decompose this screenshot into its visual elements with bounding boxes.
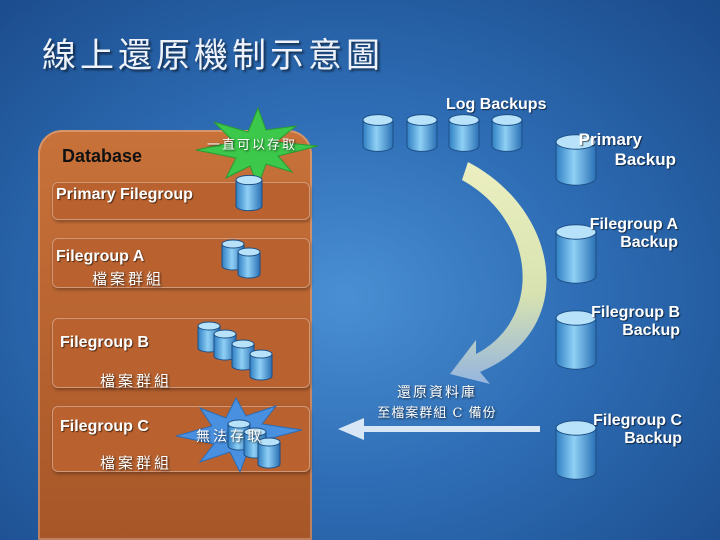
burst-top-text: 一直可以存取 bbox=[207, 138, 298, 153]
log-backup-disk-4-icon bbox=[491, 114, 523, 152]
log-backup-disk-3-icon bbox=[448, 114, 480, 152]
filegroup-c-backup-line1: Filegroup C bbox=[593, 412, 682, 429]
filegroup-b-label: Filegroup B bbox=[60, 334, 149, 351]
restore-line2: 至檔案群組 C 備份 bbox=[377, 406, 497, 421]
filegroup-a-label: Filegroup A bbox=[56, 248, 145, 265]
filegroup-b-backup-label: Filegroup B Backup bbox=[520, 304, 680, 340]
filegroup-a-backup-disk-icon bbox=[555, 224, 597, 284]
database-label: Database bbox=[62, 146, 143, 166]
filegroup-b-disk-3-icon bbox=[231, 339, 255, 371]
primary-filegroup-label: Primary Filegroup bbox=[56, 186, 193, 203]
log-backups-label: Log Backups bbox=[446, 96, 547, 113]
filegroup-a-sub: 檔案群組 bbox=[92, 270, 165, 288]
filegroup-c-sub: 檔案群組 bbox=[100, 454, 173, 472]
restore-arrow bbox=[338, 418, 540, 440]
filegroup-c-label: Filegroup C bbox=[60, 418, 149, 435]
filegroup-c-backup-line2: Backup bbox=[624, 430, 682, 447]
slide-title: 線上還原機制示意圖 bbox=[42, 36, 384, 76]
filegroup-a-disk-2-icon bbox=[237, 247, 261, 279]
restore-caption: 還原資料庫 至檔案群組 C 備份 bbox=[362, 382, 512, 421]
primary-filegroup-box bbox=[52, 182, 310, 220]
filegroup-b-backup-disk-icon bbox=[555, 310, 597, 370]
filegroup-a-backup-line2: Backup bbox=[620, 234, 678, 251]
primary-backup-disk-icon bbox=[555, 134, 597, 186]
log-backup-disk-1-icon bbox=[362, 114, 394, 152]
filegroup-b-backup-line1: Filegroup B bbox=[591, 304, 680, 321]
primary-backup-line1: Primary bbox=[578, 130, 642, 149]
filegroup-c-backup-label: Filegroup C Backup bbox=[522, 412, 682, 448]
primary-backup-label: Primary Backup bbox=[536, 130, 676, 170]
restore-line1: 還原資料庫 bbox=[397, 385, 477, 401]
filegroup-c-disk-3-icon bbox=[257, 437, 281, 469]
filegroup-c-backup-disk-icon bbox=[555, 420, 597, 480]
filegroup-b-sub: 檔案群組 bbox=[100, 372, 173, 390]
primary-backup-line2: Backup bbox=[614, 150, 676, 169]
filegroup-b-backup-line2: Backup bbox=[622, 322, 680, 339]
filegroup-a-backup-label: Filegroup A Backup bbox=[518, 216, 678, 252]
filegroup-b-disk-4-icon bbox=[249, 349, 273, 381]
primary-filegroup-disk-icon bbox=[235, 174, 263, 212]
filegroup-a-box bbox=[52, 238, 310, 288]
filegroup-a-backup-line1: Filegroup A bbox=[589, 216, 678, 233]
log-backup-disk-2-icon bbox=[406, 114, 438, 152]
curve-arrow bbox=[450, 162, 547, 384]
burst-bottom-text: 無法存取 bbox=[196, 429, 264, 445]
